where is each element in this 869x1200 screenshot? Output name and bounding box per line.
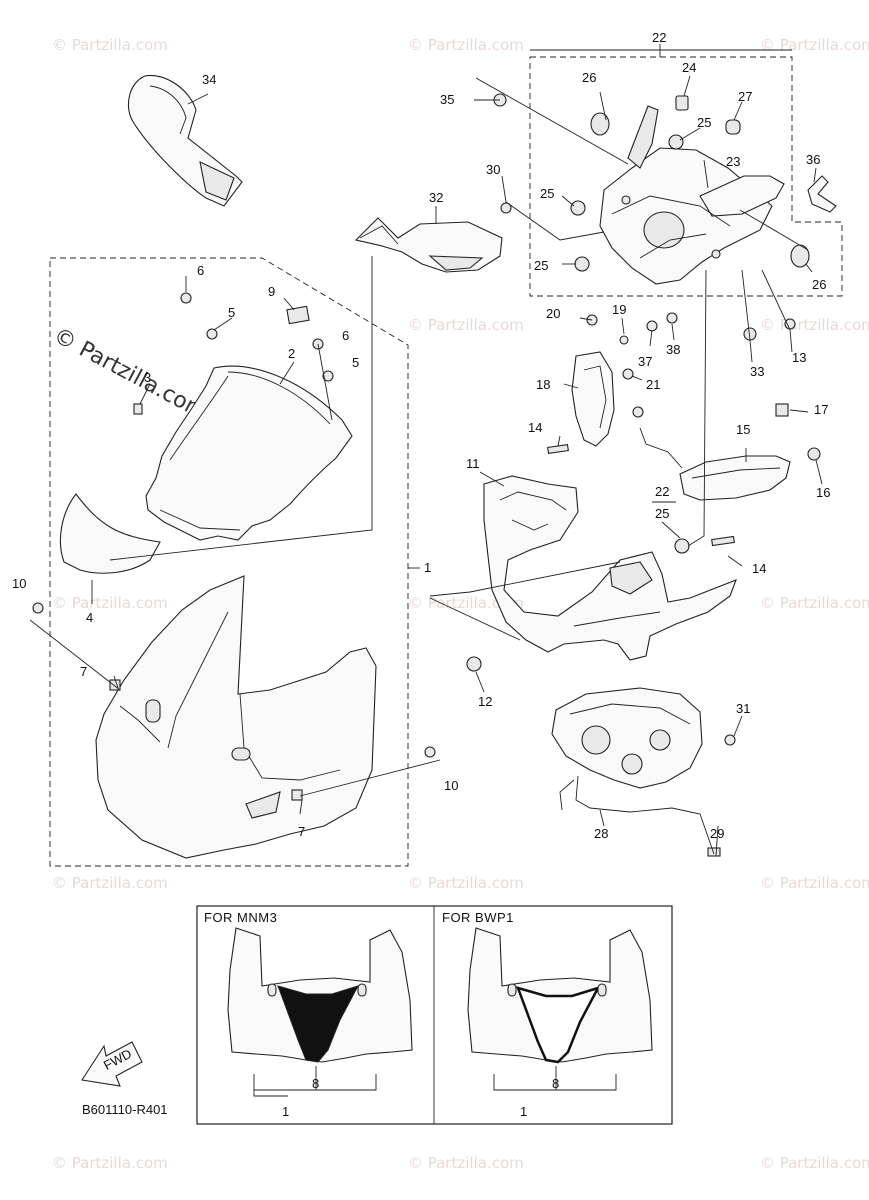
callout-12: 12 <box>478 694 492 709</box>
callout-20: 20 <box>546 306 560 321</box>
watermark: © Partzilla.com <box>408 36 524 54</box>
watermark: © Partzilla.com <box>52 1154 168 1172</box>
callout-31: 31 <box>736 701 750 716</box>
part-34-mirror <box>127 74 243 207</box>
callout-1: 1 <box>424 560 431 575</box>
watermark: © Partzilla.com <box>408 874 524 892</box>
callout-25: 25 <box>534 258 548 273</box>
callout-1: 1 <box>520 1104 527 1119</box>
callout-25: 25 <box>697 115 711 130</box>
callout-13: 13 <box>792 350 806 365</box>
callout-10: 10 <box>444 778 458 793</box>
callout-7: 7 <box>80 664 87 679</box>
part-36-bracket <box>807 175 837 213</box>
callout-10: 10 <box>12 576 26 591</box>
assembly-outlines <box>49 56 843 867</box>
callout-25: 25 <box>540 186 554 201</box>
callout-5: 5 <box>352 355 359 370</box>
variant-cowl-bwp1: 8 1 <box>467 927 653 1119</box>
callout-9: 9 <box>268 284 275 299</box>
callout-21: 21 <box>646 377 660 392</box>
callout-34: 34 <box>202 72 216 87</box>
watermark: © Partzilla.com <box>52 874 168 892</box>
fwd-arrow-icon: FWD <box>81 1041 143 1087</box>
callout-27: 27 <box>738 89 752 104</box>
callout-23: 23 <box>726 154 740 169</box>
callout-5: 5 <box>228 305 235 320</box>
callout-15: 15 <box>736 422 750 437</box>
callout-26: 26 <box>812 277 826 292</box>
callout-labels: 34 32 6 9 5 6 2 5 3 4 10 7 1 10 7 22 24 … <box>12 30 830 841</box>
callout-16: 16 <box>816 485 830 500</box>
callout-28: 28 <box>594 826 608 841</box>
watermark: © Partzilla.com <box>52 594 168 612</box>
callout-17: 17 <box>814 402 828 417</box>
part-18-duct <box>571 351 615 447</box>
callout-30: 30 <box>486 162 500 177</box>
variant-label-mnm3: FOR MNM3 <box>204 910 277 925</box>
part-1-front-cowling <box>95 575 377 859</box>
variant-cowl-mnm3: 8 1 <box>227 927 413 1119</box>
callout-3: 3 <box>144 370 151 385</box>
callout-14: 14 <box>752 561 766 576</box>
callout-11: 11 <box>466 456 480 471</box>
callout-4: 4 <box>86 610 93 625</box>
watermark: © Partzilla.com <box>760 36 869 54</box>
watermark: © Partzilla.com <box>760 594 869 612</box>
part-28-harness <box>559 775 715 855</box>
callout-19: 19 <box>612 302 626 317</box>
part-32-side-cover <box>354 217 503 273</box>
callout-7: 7 <box>298 824 305 839</box>
callout-33: 33 <box>750 364 764 379</box>
variant-box: FOR MNM3 FOR BWP1 8 1 8 1 <box>196 905 673 1125</box>
part-headlight-unit <box>551 687 703 789</box>
part-4-decal <box>59 493 161 574</box>
callout-25: 25 <box>655 506 669 521</box>
callout-24: 24 <box>682 60 696 75</box>
part-22-stay <box>599 105 785 285</box>
watermark-main: © Partzilla.com <box>49 323 211 425</box>
watermark: © Partzilla.com <box>760 874 869 892</box>
callout-1: 1 <box>282 1104 289 1119</box>
watermark: © Partzilla.com <box>760 316 869 334</box>
leader-lines <box>29 44 823 857</box>
callout-37: 37 <box>638 354 652 369</box>
watermark: © Partzilla.com <box>408 594 524 612</box>
callout-32: 32 <box>429 190 443 205</box>
callout-36: 36 <box>806 152 820 167</box>
callout-2: 2 <box>288 346 295 361</box>
callout-8: 8 <box>552 1076 559 1091</box>
part-15-side-lamp <box>632 406 791 501</box>
callout-6: 6 <box>197 263 204 278</box>
callout-6: 6 <box>342 328 349 343</box>
callout-26: 26 <box>582 70 596 85</box>
watermark: © Partzilla.com <box>52 36 168 54</box>
diagram-code: B601110-R401 <box>82 1102 168 1117</box>
callout-29: 29 <box>710 826 724 841</box>
part-11-inner-panel <box>483 475 737 661</box>
callout-18: 18 <box>536 377 550 392</box>
watermark: © Partzilla.com <box>408 1154 524 1172</box>
callout-22: 22 <box>652 30 666 45</box>
watermark: © Partzilla.com <box>408 316 524 334</box>
callout-22: 22 <box>655 484 669 499</box>
callout-35: 35 <box>440 92 454 107</box>
variant-label-bwp1: FOR BWP1 <box>442 910 514 925</box>
part-2-windshield <box>145 365 353 541</box>
callout-14: 14 <box>528 420 542 435</box>
callout-8: 8 <box>312 1076 319 1091</box>
watermark: © Partzilla.com <box>760 1154 869 1172</box>
callout-38: 38 <box>666 342 680 357</box>
